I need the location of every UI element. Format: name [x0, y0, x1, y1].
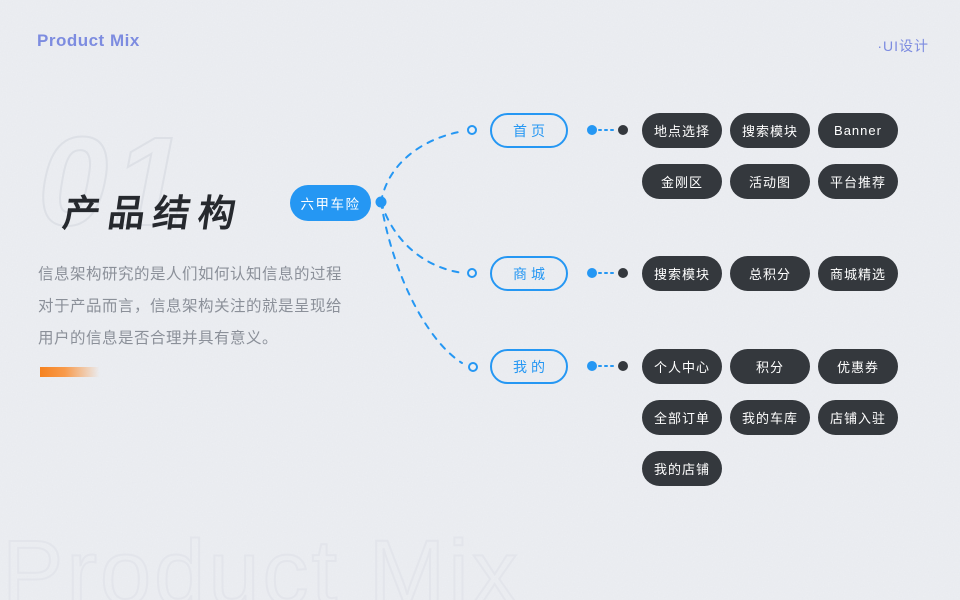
- feature-pill[interactable]: 地点选择: [642, 113, 722, 148]
- feature-pill[interactable]: 我的车库: [730, 400, 810, 435]
- branch-children-mall: 搜索模块 总积分 商城精选: [642, 256, 902, 291]
- description-line: 用户的信息是否合理并具有意义。: [38, 330, 279, 347]
- description-line: 信息架构研究的是人们如何认知信息的过程: [38, 266, 343, 283]
- root-node-button[interactable]: 六甲车险: [290, 185, 371, 221]
- curve-root-to-mall: [380, 201, 465, 274]
- branch-node-mall[interactable]: 商城: [490, 256, 568, 291]
- description-line: 对于产品而言，信息架构关注的就是呈现给: [38, 298, 343, 315]
- feature-pill[interactable]: Banner: [818, 113, 898, 148]
- watermark-text: Product Mix: [1, 521, 519, 600]
- branch-children-home: 地点选择 搜索模块 Banner 金刚区 活动图 平台推荐: [642, 113, 902, 199]
- blue-dot-mine: [587, 361, 597, 371]
- feature-pill[interactable]: 店铺入驻: [818, 400, 898, 435]
- branch-node-mine[interactable]: 我的: [490, 349, 568, 384]
- feature-pill[interactable]: 金刚区: [642, 164, 722, 199]
- curve-root-to-home: [380, 130, 465, 203]
- feature-pill[interactable]: 全部订单: [642, 400, 722, 435]
- feature-pill[interactable]: 活动图: [730, 164, 810, 199]
- branch-node-home[interactable]: 首页: [490, 113, 568, 148]
- section-title: 产品结构: [60, 193, 247, 234]
- feature-pill[interactable]: 商城精选: [818, 256, 898, 291]
- feature-pill[interactable]: 我的店铺: [642, 451, 722, 486]
- feature-pill[interactable]: 积分: [730, 349, 810, 384]
- svg-text:Product Mix: Product Mix: [2, 522, 521, 600]
- ring-mall: [467, 268, 477, 278]
- ring-home: [467, 125, 477, 135]
- blue-dot-mall: [587, 268, 597, 278]
- dark-dot-home: [618, 125, 628, 135]
- feature-pill[interactable]: 搜索模块: [642, 256, 722, 291]
- dark-dot-mine: [618, 361, 628, 371]
- feature-pill[interactable]: 搜索模块: [730, 113, 810, 148]
- section-description: 信息架构研究的是人们如何认知信息的过程 对于产品而言，信息架构关注的就是呈现给 …: [38, 259, 348, 355]
- page-title: Product Mix: [37, 31, 140, 50]
- curve-root-to-mine: [380, 201, 463, 364]
- ring-mine: [468, 362, 478, 372]
- dark-dot-mall: [618, 268, 628, 278]
- feature-pill[interactable]: 优惠券: [818, 349, 898, 384]
- accent-bar: [40, 367, 102, 377]
- feature-pill[interactable]: 总积分: [730, 256, 810, 291]
- blue-dot-home: [587, 125, 597, 135]
- feature-pill[interactable]: 个人中心: [642, 349, 722, 384]
- corner-label: ·UI设计: [877, 38, 929, 54]
- feature-pill[interactable]: 平台推荐: [818, 164, 898, 199]
- hub-dot: [375, 196, 387, 208]
- branch-children-mine: 个人中心 积分 优惠券 全部订单 我的车库 店铺入驻 我的店铺: [642, 349, 902, 486]
